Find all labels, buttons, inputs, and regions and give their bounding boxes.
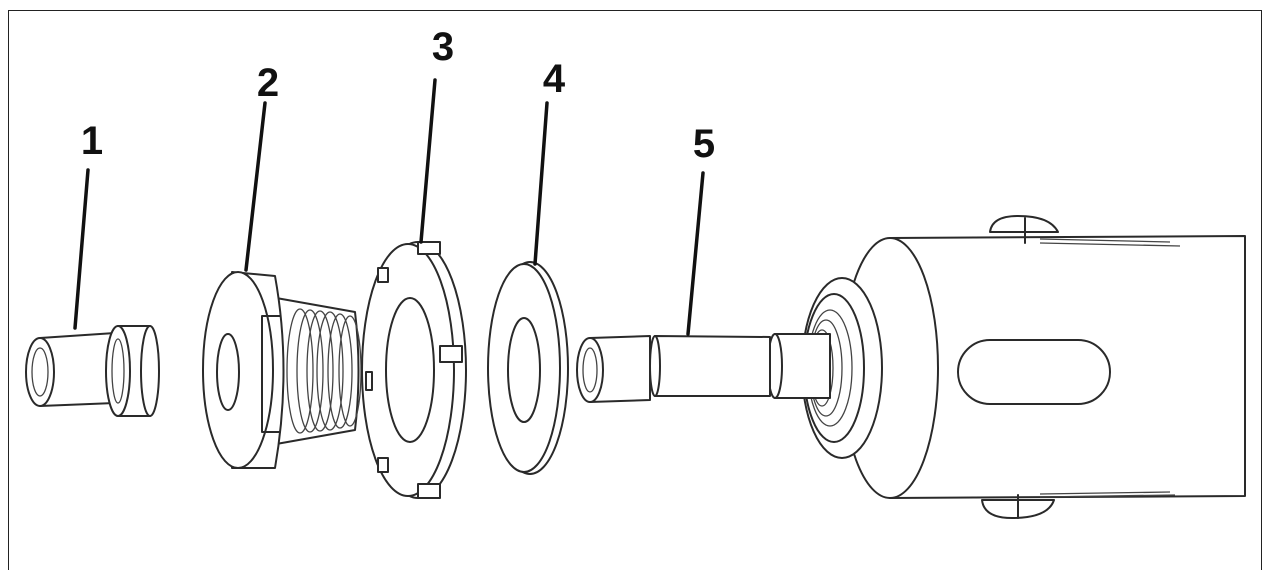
thread-rings (286, 308, 362, 434)
leader-line-2 (244, 101, 267, 272)
part-2-threaded-plug (202, 271, 362, 469)
leader-line-4 (533, 101, 549, 266)
callout-label-5: 5 (693, 122, 715, 166)
callout-label-1: 1 (81, 119, 103, 163)
callout-label-3: 3 (432, 25, 454, 69)
callout-label-4: 4 (543, 57, 566, 101)
leader-line-3 (419, 78, 437, 244)
part-1-fitting (25, 325, 160, 417)
part-4-washer (487, 261, 569, 475)
callout-label-2: 2 (257, 61, 279, 105)
part-3-slotted-nut (361, 241, 467, 499)
leader-line-1 (73, 168, 90, 330)
diagram-frame (8, 10, 1262, 570)
leader-line-5 (686, 171, 705, 336)
part-5-shaft-and-housing (576, 215, 1246, 519)
